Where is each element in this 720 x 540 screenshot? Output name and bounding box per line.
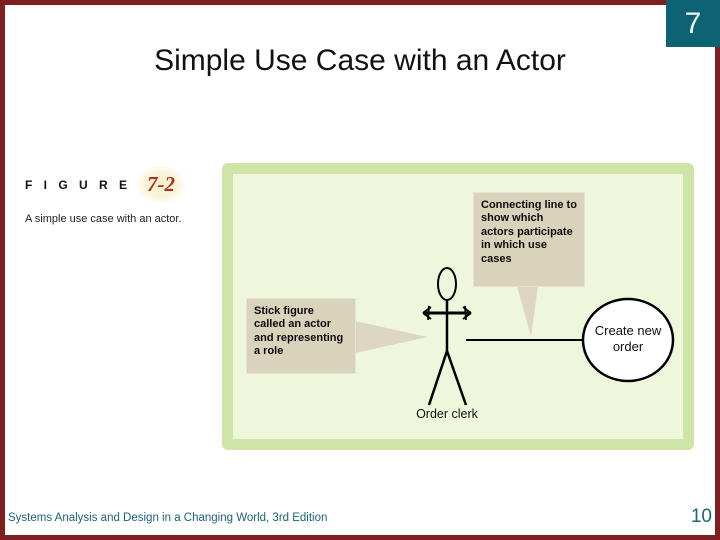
figure-number: 7-2 — [137, 166, 186, 203]
figure-label-row: F I G U R E 7-2 — [25, 166, 210, 203]
figure-block: F I G U R E 7-2 A simple use case with a… — [25, 166, 210, 225]
actor-label: Order clerk — [416, 407, 478, 421]
page-number: 10 — [690, 506, 712, 527]
figure-label: F I G U R E — [25, 177, 132, 192]
footer: Systems Analysis and Design in a Changin… — [0, 506, 720, 540]
figure-caption: A simple use case with an actor. — [25, 213, 182, 225]
chapter-number-badge: 7 — [666, 0, 720, 47]
footer-text: Systems Analysis and Design in a Changin… — [8, 512, 328, 524]
chapter-number: 7 — [684, 6, 702, 40]
callout-stick-figure: Stick figure called an actor and represe… — [246, 298, 356, 374]
slide-title: Simple Use Case with an Actor — [154, 44, 566, 77]
callout-connecting-line: Connecting line to show which actors par… — [473, 192, 585, 287]
use-case-label: Create new order — [594, 323, 662, 355]
